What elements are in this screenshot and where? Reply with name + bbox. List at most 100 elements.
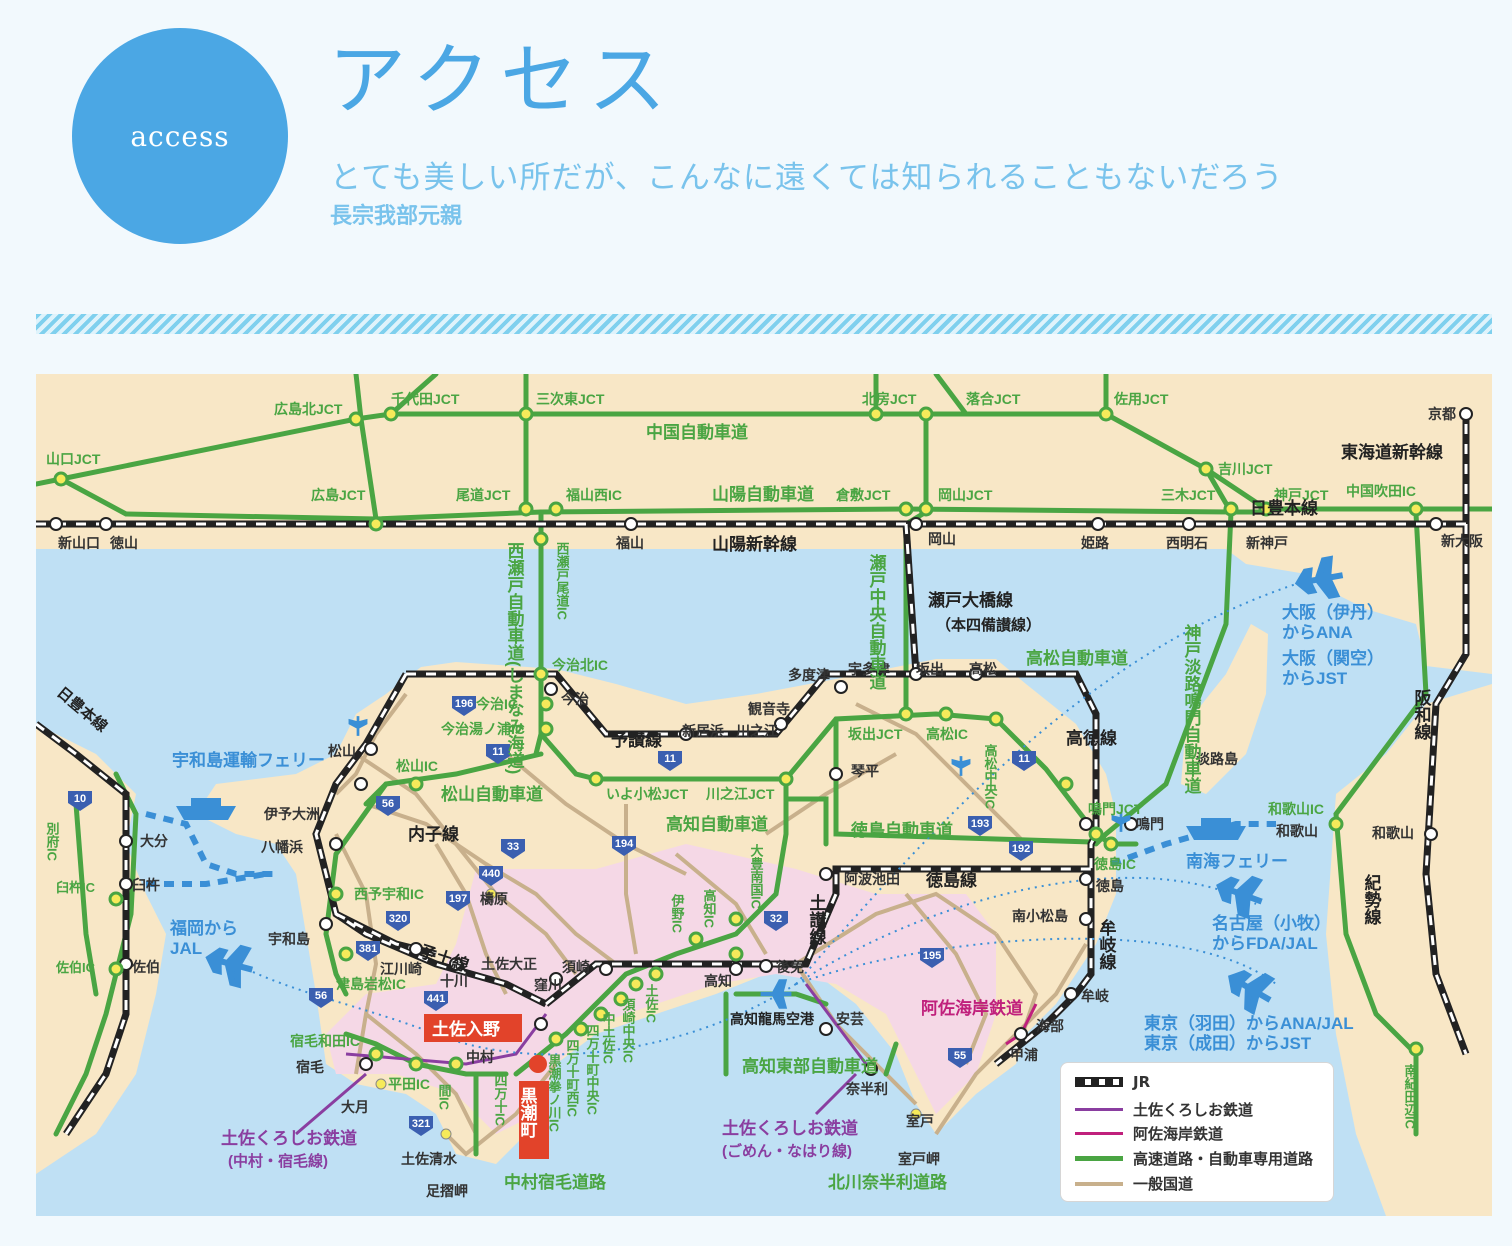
kuroshio-box — [519, 1081, 549, 1159]
station-label: 八幡浜 — [260, 839, 303, 855]
ic-label: 西瀬戸尾道IC — [555, 542, 570, 621]
jct-label: 岡山JCT — [938, 487, 993, 503]
route-321: 321 — [412, 1118, 430, 1130]
quote: とても美しい所だが、こんなに遠くては知られることもないだろう — [330, 160, 1284, 196]
line-label: 阿佐海岸鉄道 — [921, 998, 1023, 1018]
station-label: 安芸 — [836, 1011, 864, 1027]
station-label: 窪川 — [534, 977, 562, 993]
ic-label: 四万十IC — [493, 1074, 509, 1127]
jct-label: 広島JCT — [311, 487, 366, 503]
place-label: 大月 — [341, 1099, 369, 1115]
legend-label: 阿佐海岸鉄道 — [1133, 1125, 1224, 1143]
ic-label: 南紀田辺IC — [1403, 1063, 1418, 1129]
route-195: 195 — [923, 950, 941, 962]
ic-label: 四万十町中央IC — [585, 1024, 601, 1116]
jct-label: 福山西IC — [565, 487, 622, 503]
station-label: 江川崎 — [380, 961, 422, 977]
station-label: 阿波池田 — [844, 871, 900, 887]
station-label: 琴平 — [851, 763, 879, 779]
jr-lines — [36, 414, 1470, 1136]
line-label: 高徳線 — [1066, 728, 1117, 748]
route-381: 381 — [359, 943, 377, 955]
jct-label: 平田IC — [388, 1076, 430, 1092]
station-label: 後免 — [776, 959, 804, 975]
legend-label: 一般国道 — [1133, 1175, 1194, 1193]
jct-label: 千代田JCT — [391, 391, 460, 407]
route-197: 197 — [449, 893, 467, 905]
vertical-line-label: 土讃線 — [807, 893, 827, 946]
station-label: 松山 — [328, 743, 356, 759]
stripe-divider — [36, 314, 1492, 334]
station-label: 高松 — [969, 661, 997, 677]
ic-label: 須崎中央IC — [621, 998, 637, 1064]
page-title: アクセス — [328, 36, 677, 126]
legend-expressway-swatch — [1075, 1156, 1123, 1161]
ic-label: 四万十町西IC — [565, 1039, 581, 1118]
station-label: 甲浦 — [1010, 1047, 1038, 1063]
legend-item-expressway: 高速道路・自動車専用道路 — [1075, 1148, 1313, 1169]
station-label: 京都 — [1428, 406, 1456, 422]
quote-author: 長宗我部元親 — [330, 204, 463, 229]
station-label: 牟岐 — [1081, 988, 1110, 1004]
jct-label: 広島北JCT — [274, 401, 343, 417]
station-label: 鳴門 — [1136, 816, 1164, 832]
line-label: 徳島線 — [925, 870, 977, 890]
line-label: 高知東部自動車道 — [742, 1056, 878, 1076]
line-label: 中村宿毛道路 — [504, 1172, 607, 1192]
station-label: 南小松島 — [1012, 908, 1068, 924]
place-markers — [375, 888, 922, 1140]
airport-label: 高知龍馬空港 — [730, 1011, 815, 1027]
tosa-irino-box — [424, 1014, 522, 1042]
route-55: 55 — [954, 1050, 966, 1062]
flight-label: 名古屋（小牧） — [1212, 913, 1331, 933]
station-label: 宿毛 — [296, 1059, 324, 1075]
station-label: 多度津 — [788, 667, 830, 683]
station-label: 海部 — [1036, 1018, 1064, 1034]
place-label: 淡路島 — [1196, 751, 1238, 767]
station-label: 大分 — [140, 833, 168, 849]
ic-label: 大豊南国IC — [749, 843, 764, 909]
route-194: 194 — [615, 838, 634, 850]
airplane-icon — [205, 555, 1344, 1016]
station-label: 和歌山 — [1372, 825, 1414, 841]
flight-label: 福岡から — [169, 918, 238, 938]
place-label: 足摺岬 — [426, 1183, 468, 1199]
ic-label: 臼杵IC — [56, 880, 96, 895]
legend-item-tosa-kuroshio: 土佐くろしお鉄道 — [1075, 1099, 1253, 1120]
vertical-line-label: 西瀬戸自動車道(しまなみ海道) — [505, 542, 525, 774]
station-label: 徳山 — [109, 535, 138, 551]
station-label: 新居浜 — [682, 723, 724, 739]
station-label: 宇多津 — [848, 661, 890, 677]
station-label: 須崎 — [561, 959, 590, 975]
station-label: 臼杵 — [132, 877, 160, 893]
station-label: 新山口 — [58, 535, 100, 551]
station-label: 和歌山 — [1276, 823, 1318, 839]
station-label: 西明石 — [1166, 535, 1208, 551]
access-badge-label: access — [130, 119, 230, 153]
line-label: 北川奈半利道路 — [828, 1172, 948, 1192]
railway-label: 土佐くろしお鉄道 — [722, 1118, 858, 1138]
route-shields: 196 11 11 194 33 56 440 197 320 381 441 … — [68, 696, 1036, 1136]
legend-asa-swatch — [1075, 1132, 1123, 1135]
jct-label: 山口JCT — [46, 451, 101, 467]
legend-item-jr: JR — [1075, 1073, 1150, 1091]
ic-label: 中土佐IC — [601, 1011, 617, 1064]
map-legend: JR 土佐くろしお鉄道 阿佐海岸鉄道 高速道路・自動車専用道路 一般国道 — [1060, 1062, 1334, 1202]
line-label: 瀬戸大橋線 — [928, 590, 1013, 610]
legend-tosa-swatch — [1075, 1108, 1123, 1111]
ship-icon — [176, 798, 1246, 840]
station-label: 土佐大正 — [481, 956, 537, 972]
legend-item-asa-kaigan: 阿佐海岸鉄道 — [1075, 1123, 1223, 1144]
route-193: 193 — [971, 818, 989, 830]
legend-jr-swatch — [1075, 1077, 1123, 1087]
line-label: 内子線 — [408, 824, 459, 844]
land-kii — [1326, 684, 1492, 1216]
flight-label: 東京（成田）からJST — [1144, 1033, 1312, 1053]
access-map: 196 11 11 194 33 56 440 197 320 381 441 … — [36, 374, 1492, 1216]
line-label: 高松自動車道 — [1026, 648, 1128, 668]
flight-label: 東京（羽田）からANA/JAL — [1144, 1013, 1354, 1033]
ic-label: 高松中央IC — [983, 743, 998, 809]
jct-label: 落合JCT — [966, 391, 1021, 407]
jct-label: 北房JCT — [862, 391, 917, 407]
legend-road-swatch — [1075, 1181, 1123, 1186]
